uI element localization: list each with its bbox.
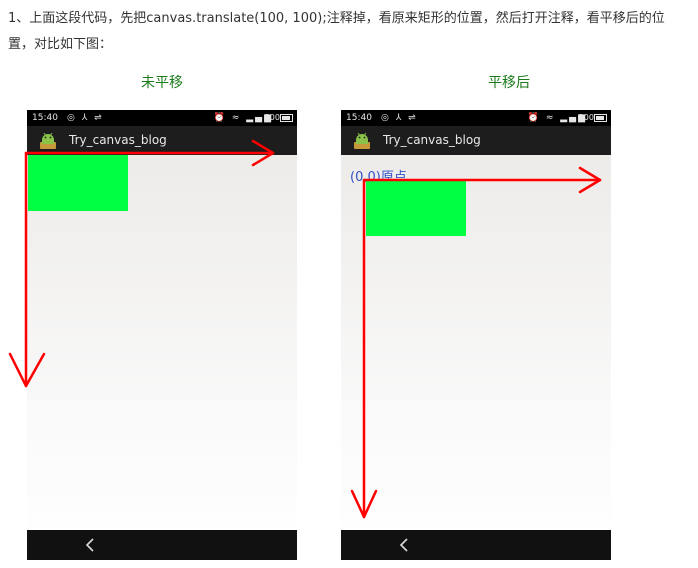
x-axis-arrowhead <box>578 166 602 194</box>
screenshot-after-translate: 15:40 ◎ ⅄ ⇌ ⏰ ≈ ▂▄▆ 100 Try_canvas_blog … <box>341 110 611 560</box>
battery-icon <box>280 114 293 122</box>
navigation-bar <box>341 530 611 560</box>
status-icons-right: ⏰ ≈ ▂▄▆ <box>213 113 273 123</box>
action-bar: Try_canvas_blog <box>341 126 611 155</box>
status-bar: 15:40 ◎ ⅄ ⇌ ⏰ ≈ ▂▄▆ 100 <box>341 110 611 126</box>
back-icon[interactable] <box>399 537 409 553</box>
intro-line-2: 置，对比如下图： <box>8 37 113 52</box>
caption-before-translate: 未平移 <box>141 75 183 91</box>
android-app-icon <box>40 132 56 149</box>
battery-icon <box>594 114 607 122</box>
app-title: Try_canvas_blog <box>383 133 481 147</box>
screenshot-before-translate: 15:40 ◎ ⅄ ⇌ ⏰ ≈ ▂▄▆ 100 Try_canvas_blog <box>8 110 297 560</box>
x-axis-arrowhead <box>251 139 275 167</box>
app-title: Try_canvas_blog <box>69 133 167 147</box>
y-axis-arrowhead <box>8 352 46 388</box>
drawn-rectangle <box>28 155 128 211</box>
status-icons-left: ◎ ⅄ ⇌ <box>67 113 104 123</box>
battery-level: 100 <box>578 113 594 122</box>
intro-line-1: 1、上面这段代码，先把canvas.translate(100, 100);注释… <box>8 11 665 26</box>
status-bar: 15:40 ◎ ⅄ ⇌ ⏰ ≈ ▂▄▆ 100 <box>27 110 297 126</box>
status-time: 15:40 <box>346 113 372 123</box>
status-icons-left: ◎ ⅄ ⇌ <box>381 113 418 123</box>
back-icon[interactable] <box>85 537 95 553</box>
navigation-bar <box>27 530 297 560</box>
status-time: 15:40 <box>32 113 58 123</box>
intro-text: 1、上面这段代码，先把canvas.translate(100, 100);注释… <box>8 6 696 58</box>
caption-after-translate: 平移后 <box>488 75 530 91</box>
android-app-icon <box>354 132 370 149</box>
axis-arrows <box>350 166 602 519</box>
battery-level: 100 <box>264 113 280 122</box>
action-bar: Try_canvas_blog <box>27 126 297 155</box>
y-axis-arrowhead <box>350 489 378 519</box>
axis-arrows <box>8 139 275 388</box>
status-icons-right: ⏰ ≈ ▂▄▆ <box>527 113 587 123</box>
drawn-rectangle <box>366 180 466 236</box>
